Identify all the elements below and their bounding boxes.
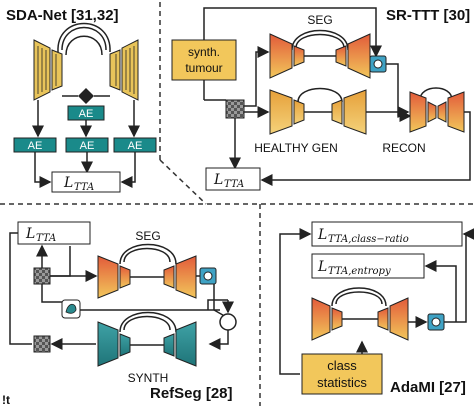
sdanet-panel: SDA-Net [31,32] xyxy=(6,7,157,193)
srttt-loss-subscript: TTA xyxy=(224,179,244,190)
refseg-synth-network xyxy=(97,311,197,367)
srttt-loss-box xyxy=(205,167,261,191)
refseg-loss-symbol: L xyxy=(25,226,35,242)
srttt-top-loop xyxy=(203,7,382,101)
srttt-loss-symbol: L xyxy=(213,172,223,188)
srttt-title: SR-TTT [30] xyxy=(386,7,470,24)
refseg-seg-network xyxy=(97,243,197,299)
adami-loss-entropy-box xyxy=(311,253,425,279)
adami-stats-line2: statistics xyxy=(317,375,367,390)
adami-loss1-subscript: TTA,class−ratio xyxy=(328,234,409,245)
sdanet-title: SDA-Net [31,32] xyxy=(6,7,119,24)
adami-loss2-symbol: L xyxy=(317,259,327,275)
sdanet-arrows xyxy=(32,100,140,138)
refseg-synth-output-image xyxy=(33,335,51,353)
sdanet-loss-symbol: L xyxy=(63,175,73,191)
srttt-recon-label: RECON xyxy=(382,141,425,155)
corner-glyph: !t xyxy=(2,393,10,407)
srttt-synth-line2: tumour xyxy=(185,61,222,75)
refseg-connections xyxy=(9,232,229,345)
srttt-healthy-gen-network xyxy=(269,87,367,135)
adami-loss-class-ratio-box xyxy=(311,221,463,247)
sdanet-skip-arcs xyxy=(57,22,111,56)
sdanet-to-loss xyxy=(34,152,136,188)
refseg-loss-subscript: TTA xyxy=(36,233,56,244)
refseg-combine-node xyxy=(219,313,237,331)
sdanet-loss-box xyxy=(51,171,121,193)
srttt-healthy-label: HEALTHY GEN xyxy=(254,141,338,155)
refseg-input-image xyxy=(33,267,51,285)
sdanet-left-network xyxy=(33,39,63,101)
adami-connections xyxy=(279,228,474,375)
srttt-input-arrows xyxy=(229,46,270,170)
adami-stats-line1: class xyxy=(327,358,357,373)
sdanet-right-network xyxy=(109,39,139,101)
sdanet-ae-label-middle: AE xyxy=(80,140,95,152)
srttt-recon-network xyxy=(409,87,465,133)
srttt-seg-network xyxy=(269,29,371,79)
adami-class-statistics-box xyxy=(301,353,383,395)
adami-loss1-symbol: L xyxy=(317,227,327,243)
srttt-input-image xyxy=(225,99,245,119)
sdanet-ae-label-left: AE xyxy=(28,140,43,152)
sdanet-loss-subscript: TTA xyxy=(74,182,94,193)
sdanet-bottleneck xyxy=(78,88,94,104)
srttt-seg-label: SEG xyxy=(307,13,332,27)
srttt-panel: SR-TTT [30] synth. tumour SEG xyxy=(171,7,471,191)
adami-panel: L TTA,class−ratio L TTA,entropy class st… xyxy=(279,221,474,396)
adami-loss2-subscript: TTA,entropy xyxy=(328,266,391,277)
refseg-seg-label: SEG xyxy=(135,229,160,243)
sdanet-ae-label-right: AE xyxy=(128,140,143,152)
refseg-panel: L TTA SEG xyxy=(9,221,237,402)
srttt-synth-line1: synth. xyxy=(188,45,220,59)
refseg-synth-label: SYNTH xyxy=(128,371,169,385)
sdanet-ae-label-center: AE xyxy=(79,108,94,120)
refseg-title: RefSeg [28] xyxy=(150,385,233,402)
adami-seg-network xyxy=(311,287,409,341)
srttt-synth-tumour-box xyxy=(171,39,237,81)
adami-title: AdaMI [27] xyxy=(390,379,466,396)
